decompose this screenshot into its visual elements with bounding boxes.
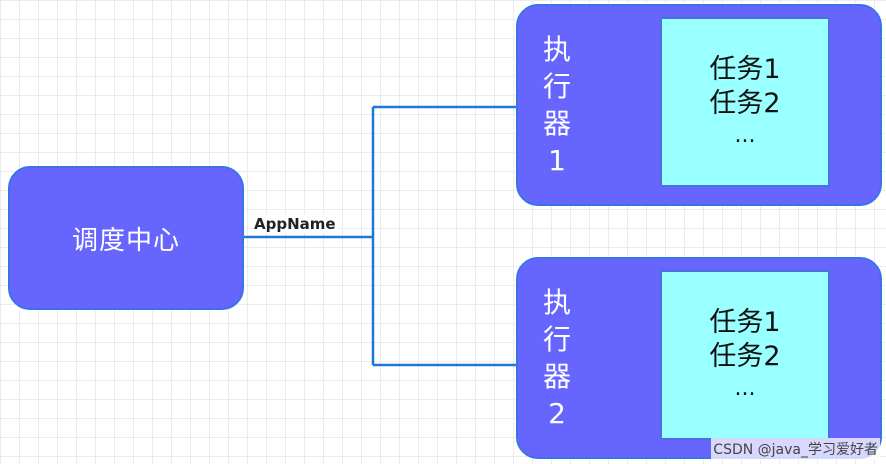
executor-title-char: 行 <box>542 323 571 356</box>
task-item: 任务1 <box>709 307 781 338</box>
executor-title-char: 2 <box>548 397 566 430</box>
task-item: 任务1 <box>709 54 781 85</box>
executor-1-node: 执 行 器 1 任务1 任务2 ... <box>516 4 882 206</box>
executor-2-task-list: 任务1 任务2 ... <box>660 270 830 440</box>
task-item: 任务2 <box>709 341 781 372</box>
scheduler-center-node: 调度中心 <box>8 166 244 310</box>
task-more-ellipsis: ... <box>734 376 756 401</box>
edge-label-appname: AppName <box>252 215 338 233</box>
executor-title-char: 行 <box>542 70 571 103</box>
scheduler-center-label: 调度中心 <box>71 225 180 256</box>
executor-title-char: 执 <box>542 33 571 66</box>
executor-1-title: 执 行 器 1 <box>522 6 592 204</box>
executor-2-node: 执 行 器 2 任务1 任务2 ... <box>516 257 882 459</box>
executor-title-char: 器 <box>542 360 571 393</box>
task-item: 任务2 <box>709 88 781 119</box>
executor-title-char: 1 <box>548 144 566 177</box>
task-more-ellipsis: ... <box>734 123 756 148</box>
executor-title-char: 器 <box>542 107 571 140</box>
executor-1-task-list: 任务1 任务2 ... <box>660 17 830 187</box>
csdn-watermark: CSDN @java_学习爱好者 <box>711 438 880 460</box>
executor-title-char: 执 <box>542 286 571 319</box>
executor-2-title: 执 行 器 2 <box>522 259 592 457</box>
